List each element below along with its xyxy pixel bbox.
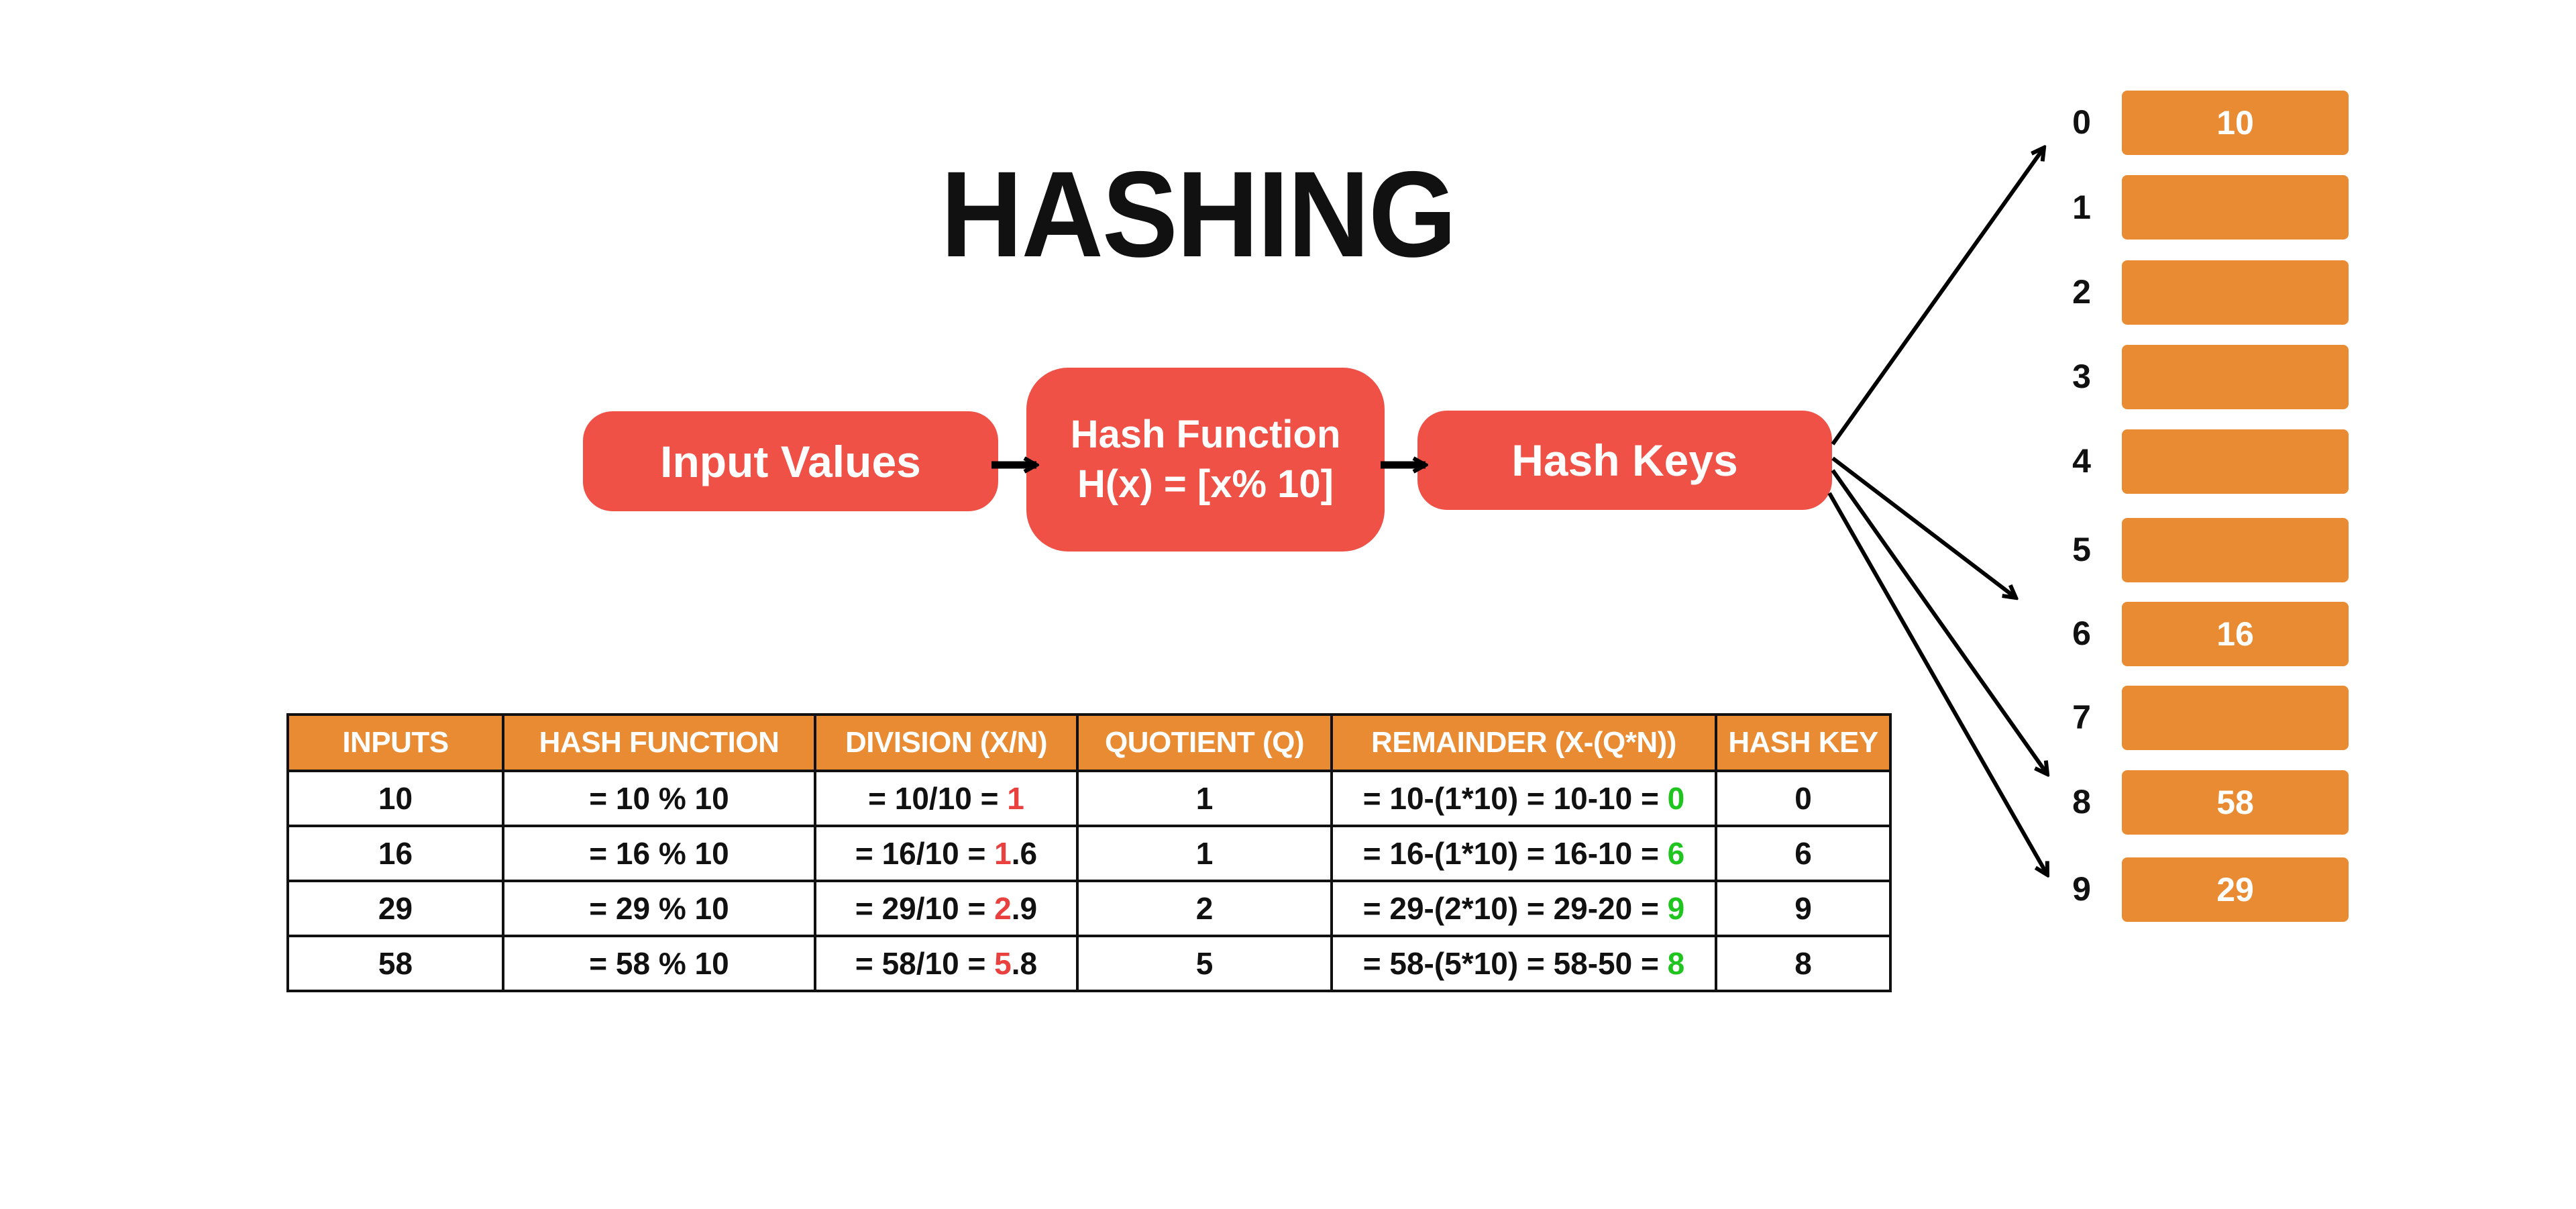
division-quotient-highlight: 2: [994, 891, 1012, 926]
division-fraction: .6: [1011, 836, 1038, 871]
table-row: 16 = 16 % 10 = 16/10 = 1.6 1 = 16-(1*10)…: [286, 825, 1892, 882]
cell-hash-key: 8: [1715, 935, 1892, 992]
cell-input: 16: [286, 825, 504, 882]
arrow-to-slot-6: [1831, 456, 2016, 598]
slot-index-5: 5: [2072, 531, 2091, 568]
cell-input: 10: [286, 770, 504, 827]
division-fraction: .9: [1011, 891, 1038, 926]
cell-division: = 10/10 = 1: [814, 770, 1079, 827]
slot-index-4: 4: [2072, 442, 2091, 480]
division-text: = 10/10 =: [868, 781, 1008, 816]
cell-remainder: = 29-(2*10) = 29-20 = 9: [1330, 880, 1717, 937]
slot-index-3: 3: [2072, 358, 2091, 395]
arrow-to-slot-0: [1831, 148, 2044, 445]
cell-hash-function: = 29 % 10: [502, 880, 816, 937]
remainder-text: = 16-(1*10) = 16-10 =: [1362, 836, 1668, 871]
cell-input: 58: [286, 935, 504, 992]
cell-hash-function: = 10 % 10: [502, 770, 816, 827]
remainder-highlight: 0: [1667, 781, 1685, 816]
cell-remainder: = 16-(1*10) = 16-10 = 6: [1330, 825, 1717, 882]
cell-quotient: 1: [1076, 825, 1333, 882]
remainder-highlight: 9: [1667, 891, 1685, 926]
cell-division: = 16/10 = 1.6: [814, 825, 1079, 882]
cell-hash-function: = 16 % 10: [502, 825, 816, 882]
cell-hash-function: = 58 % 10: [502, 935, 816, 992]
header-inputs: INPUTS: [286, 713, 504, 772]
table-row: 10 = 10 % 10 = 10/10 = 1 1 = 10-(1*10) =…: [286, 770, 1892, 827]
slot-9: 29: [2122, 857, 2349, 922]
cell-remainder: = 58-(5*10) = 58-50 = 8: [1330, 935, 1717, 992]
remainder-highlight: 6: [1667, 836, 1685, 871]
division-text: = 58/10 =: [855, 946, 995, 981]
header-hash-key: HASH KEY: [1715, 713, 1892, 772]
slot-0: 10: [2122, 91, 2349, 155]
slot-index-8: 8: [2072, 783, 2091, 821]
cell-quotient: 5: [1076, 935, 1333, 992]
table-header-row: INPUTS HASH FUNCTION DIVISION (X/N) QUOT…: [286, 713, 1892, 772]
header-quotient: QUOTIENT (Q): [1076, 713, 1333, 772]
input-values-label: Input Values: [660, 436, 921, 486]
division-text: = 16/10 =: [855, 836, 995, 871]
remainder-highlight: 8: [1667, 946, 1685, 981]
cell-quotient: 1: [1076, 770, 1333, 827]
slot-7: [2122, 686, 2349, 750]
slot-index-6: 6: [2072, 615, 2091, 652]
slot-2: [2122, 260, 2349, 325]
cell-remainder: = 10-(1*10) = 10-10 = 0: [1330, 770, 1717, 827]
slot-6: 16: [2122, 602, 2349, 666]
cell-hash-key: 6: [1715, 825, 1892, 882]
division-quotient-highlight: 5: [994, 946, 1012, 981]
slot-1: [2122, 175, 2349, 240]
hash-function-box: Hash Function H(x) = [x% 10]: [1026, 368, 1385, 551]
cell-input: 29: [286, 880, 504, 937]
cell-hash-key: 0: [1715, 770, 1892, 827]
slot-8: 58: [2122, 770, 2349, 835]
slot-index-7: 7: [2072, 698, 2091, 736]
division-quotient-highlight: 1: [994, 836, 1012, 871]
table-row: 58 = 58 % 10 = 58/10 = 5.8 5 = 58-(5*10)…: [286, 935, 1892, 992]
header-division: DIVISION (X/N): [814, 713, 1079, 772]
header-remainder: REMAINDER (X-(Q*N)): [1330, 713, 1717, 772]
header-hash-function: HASH FUNCTION: [502, 713, 816, 772]
slot-3: [2122, 345, 2349, 409]
input-values-box: Input Values: [583, 411, 998, 511]
table-row: 29 = 29 % 10 = 29/10 = 2.9 2 = 29-(2*10)…: [286, 880, 1892, 937]
division-text: = 29/10 =: [855, 891, 995, 926]
slot-5: [2122, 518, 2349, 582]
division-quotient-highlight: 1: [1007, 781, 1024, 816]
hash-keys-label: Hash Keys: [1511, 435, 1738, 485]
division-fraction: .8: [1011, 946, 1038, 981]
page-title: HASHING: [941, 146, 1456, 282]
hash-calculation-table: INPUTS HASH FUNCTION DIVISION (X/N) QUOT…: [286, 713, 1892, 992]
remainder-text: = 29-(2*10) = 29-20 =: [1362, 891, 1668, 926]
hash-keys-box: Hash Keys: [1417, 411, 1832, 510]
remainder-text: = 10-(1*10) = 10-10 =: [1362, 781, 1668, 816]
cell-division: = 58/10 = 5.8: [814, 935, 1079, 992]
cell-division: = 29/10 = 2.9: [814, 880, 1079, 937]
hash-function-label: Hash Function: [1070, 413, 1341, 456]
hash-function-formula: H(x) = [x% 10]: [1077, 462, 1334, 506]
cell-quotient: 2: [1076, 880, 1333, 937]
slot-index-0: 0: [2072, 103, 2091, 141]
slot-index-2: 2: [2072, 273, 2091, 311]
cell-hash-key: 9: [1715, 880, 1892, 937]
slot-index-9: 9: [2072, 870, 2091, 908]
slot-index-1: 1: [2072, 189, 2091, 226]
slot-4: [2122, 429, 2349, 494]
remainder-text: = 58-(5*10) = 58-50 =: [1362, 946, 1668, 981]
